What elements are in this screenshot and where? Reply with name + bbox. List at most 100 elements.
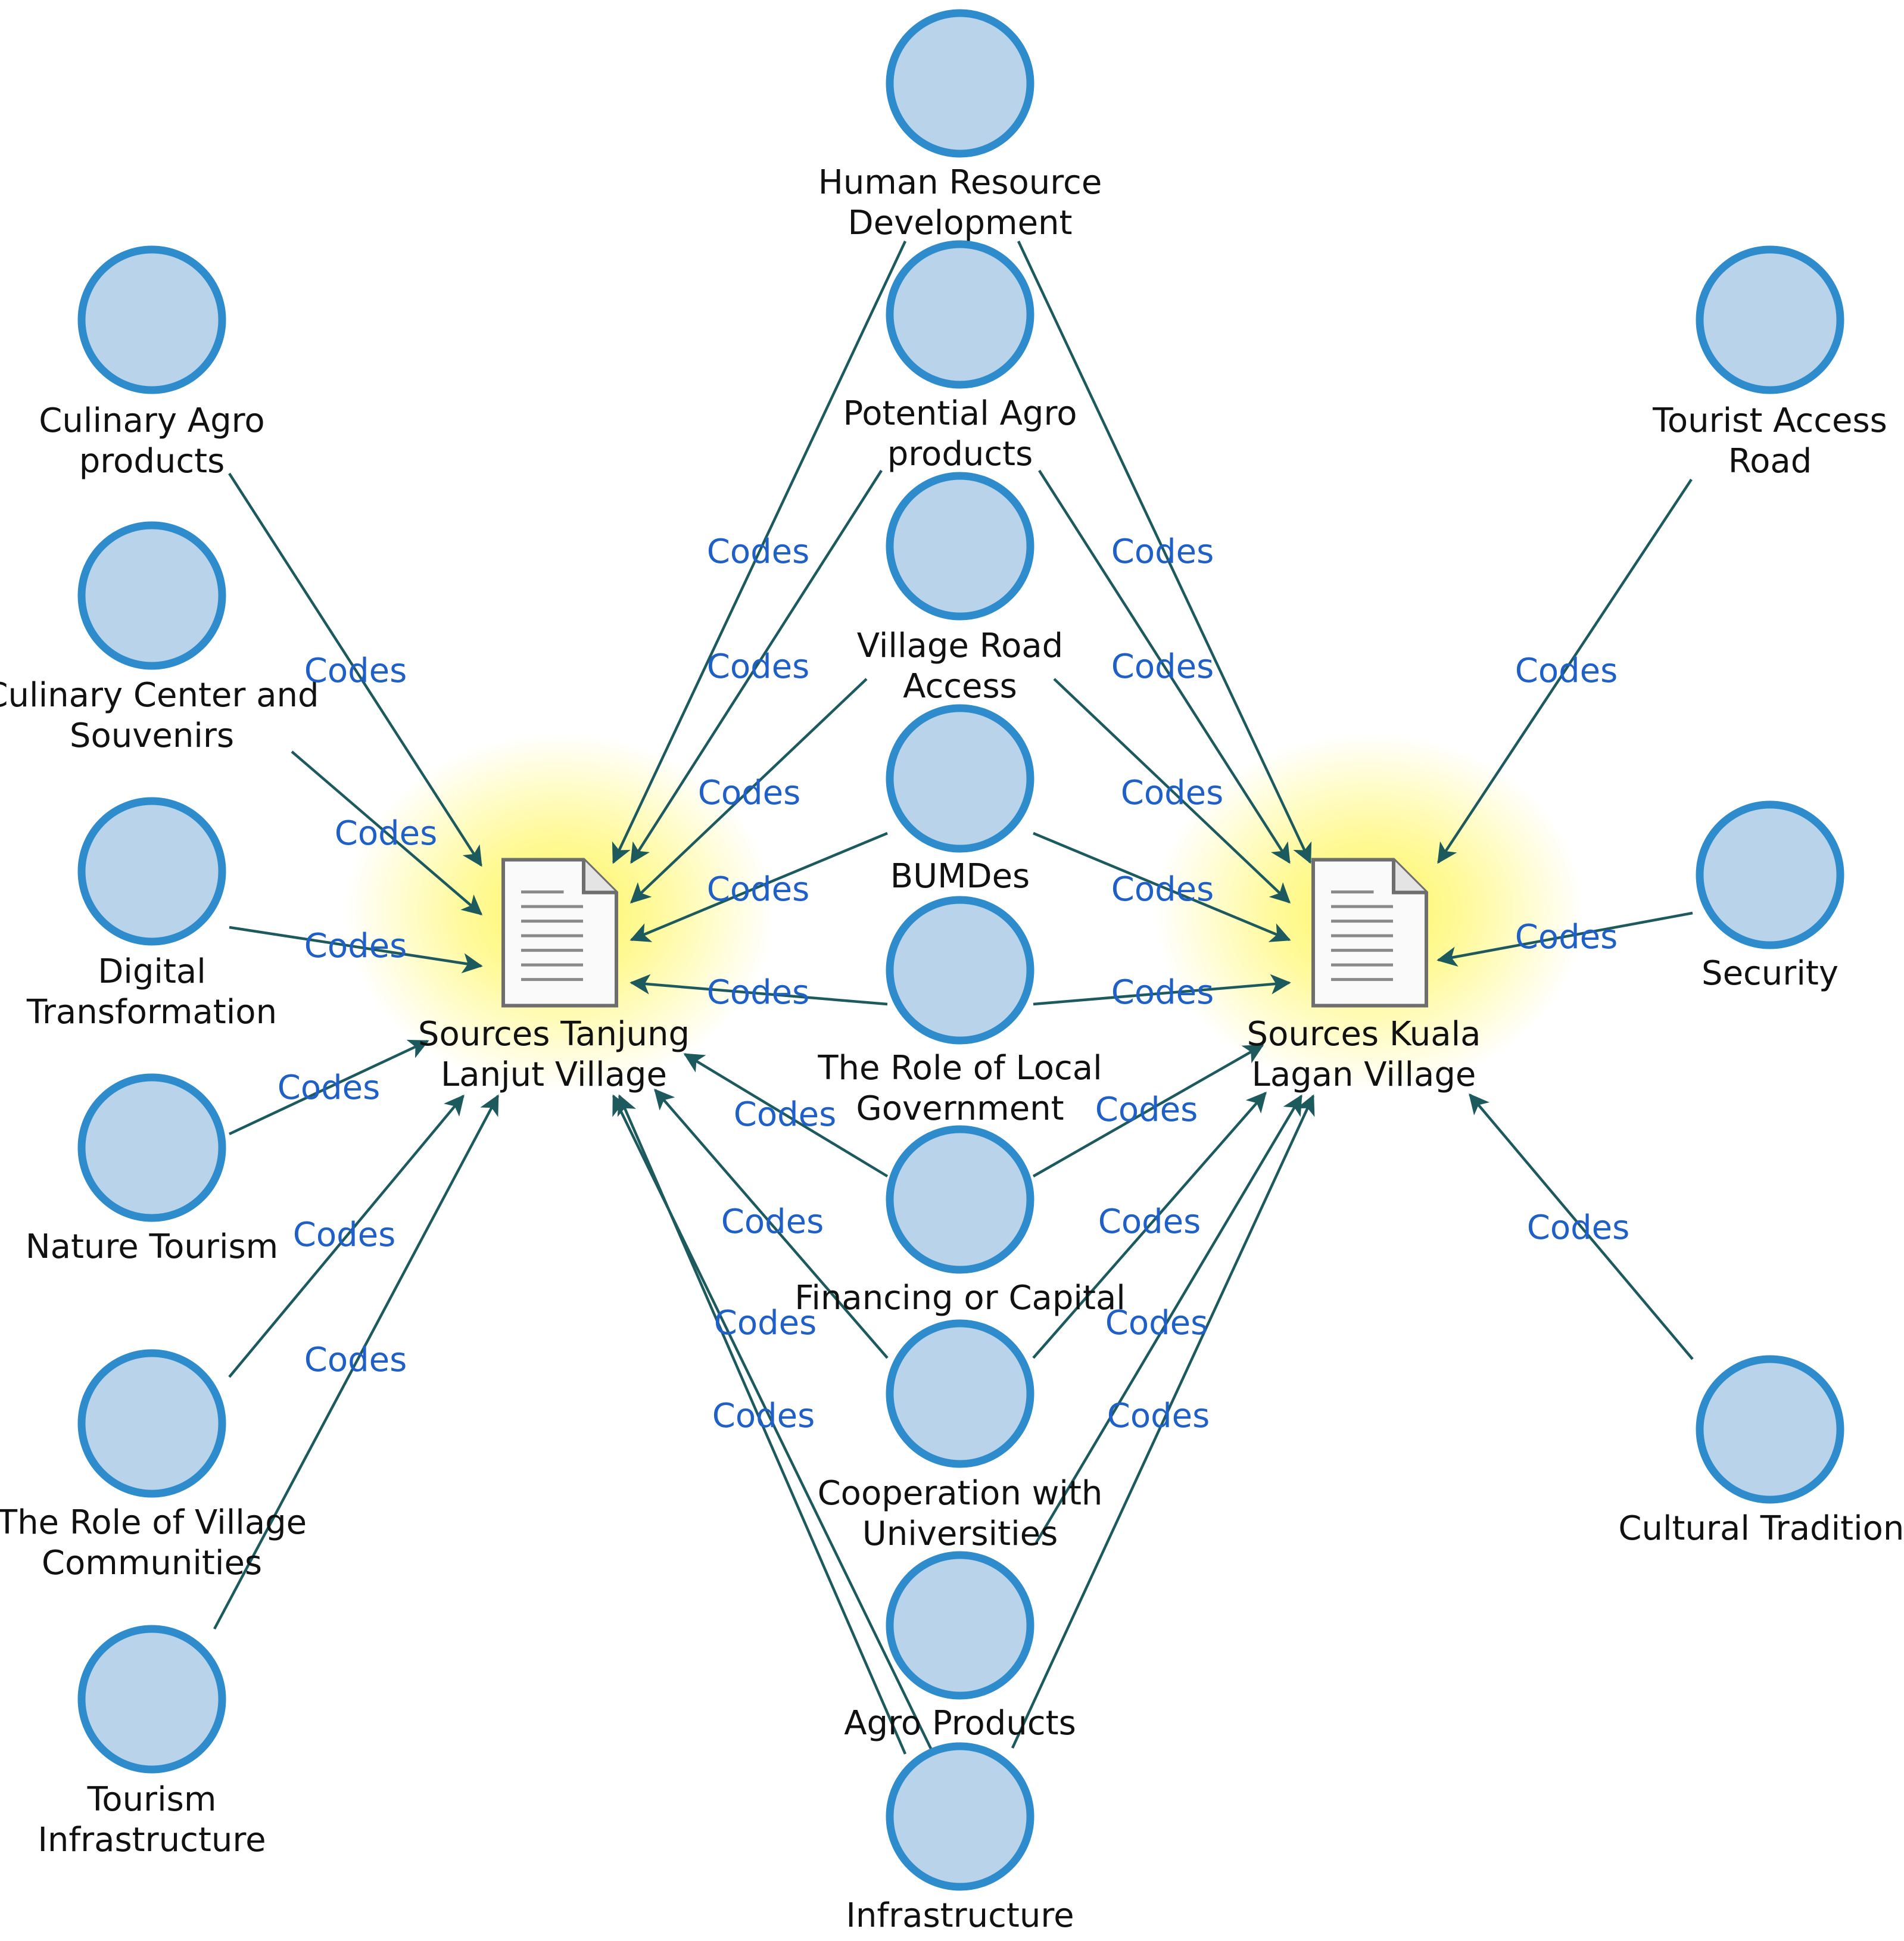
code-node-circle[interactable] xyxy=(77,521,226,670)
edge-tourism-infra-to-tanjung[interactable] xyxy=(213,1094,499,1630)
code-node-label: Tourist Access xyxy=(1652,401,1887,440)
edge-cultural-to-kuala[interactable] xyxy=(1469,1093,1694,1360)
edge-village-road-to-tanjung[interactable] xyxy=(630,678,868,903)
edge-financing-to-kuala[interactable] xyxy=(1032,1044,1264,1177)
code-node-security[interactable]: Security xyxy=(1696,800,1844,993)
code-node-label: Agro Products xyxy=(844,1704,1076,1743)
edge-tourist-road-to-kuala[interactable] xyxy=(1437,478,1693,864)
code-node-circle[interactable] xyxy=(886,1125,1034,1274)
code-node-circle[interactable] xyxy=(77,797,226,946)
document-icon[interactable] xyxy=(1311,858,1428,1008)
edge-village-communities-to-tanjung[interactable] xyxy=(228,1094,465,1378)
code-node-label: The Role of Village xyxy=(0,1503,307,1542)
edge-label-potential-agro-to-kuala: Codes xyxy=(1111,647,1214,686)
code-node-circle[interactable] xyxy=(886,9,1034,158)
edge-label-infrastructure-to-kuala: Codes xyxy=(1107,1397,1210,1435)
code-node-agro-products[interactable]: Agro Products xyxy=(844,1551,1076,1743)
edge-label-culinary-agro-to-tanjung: Codes xyxy=(304,652,407,690)
code-node-circle[interactable] xyxy=(886,1742,1034,1891)
document-page xyxy=(501,858,618,1008)
edge-local-gov-to-kuala[interactable] xyxy=(1033,974,1291,1006)
edge-security-to-kuala[interactable] xyxy=(1436,911,1693,967)
edge-universities-to-kuala[interactable] xyxy=(1032,1091,1267,1359)
code-node-label: Infrastructure xyxy=(846,1896,1074,1935)
code-node-label: Development xyxy=(848,204,1073,242)
edge-infrastructure-to-kuala[interactable] xyxy=(1011,1094,1315,1749)
code-node-circle[interactable] xyxy=(1696,800,1844,949)
edge-nature-to-tanjung[interactable] xyxy=(229,1039,429,1136)
edge-universities-to-tanjung[interactable] xyxy=(654,1088,889,1359)
code-node-bumdes[interactable]: BUMDes xyxy=(886,704,1034,896)
document-icon[interactable] xyxy=(501,858,618,1008)
code-node-label: Village Road xyxy=(857,627,1063,665)
code-node-infrastructure[interactable]: Infrastructure xyxy=(846,1742,1074,1935)
code-node-circle[interactable] xyxy=(77,1625,226,1774)
edge-bumdes-to-tanjung[interactable] xyxy=(630,831,888,942)
code-node-circle[interactable] xyxy=(886,1551,1034,1700)
source-label: Sources Tanjung xyxy=(418,1015,690,1054)
code-node-label: Nature Tourism xyxy=(26,1227,278,1266)
edge-bumdes-to-kuala[interactable] xyxy=(1033,831,1291,942)
code-node-circle[interactable] xyxy=(1696,1355,1844,1504)
code-node-circle[interactable] xyxy=(886,896,1034,1045)
code-node-circle[interactable] xyxy=(886,704,1034,853)
code-node-circle[interactable] xyxy=(886,1319,1034,1468)
code-node-label: Government xyxy=(856,1089,1064,1128)
edge-financing-to-tanjung[interactable] xyxy=(683,1053,889,1177)
code-node-circle[interactable] xyxy=(886,472,1034,621)
code-node-financing[interactable]: Financing or Capital xyxy=(794,1125,1126,1317)
code-node-cultural[interactable]: Cultural Traditions xyxy=(1618,1355,1904,1548)
edge-agro-products-to-kuala[interactable] xyxy=(1035,1094,1302,1544)
code-node-label: Tourism xyxy=(87,1780,217,1819)
code-node-label: Digital xyxy=(98,952,206,991)
edge-label-hrd-to-kuala: Codes xyxy=(1111,532,1214,571)
edge-hrd-to-kuala[interactable] xyxy=(1017,241,1312,864)
edge-digital-to-tanjung[interactable] xyxy=(229,926,483,974)
code-node-circle[interactable] xyxy=(77,245,226,394)
code-node-label: Infrastructure xyxy=(38,1821,266,1859)
edge-label-potential-agro-to-tanjung: Codes xyxy=(707,647,810,686)
edge-local-gov-to-tanjung[interactable] xyxy=(630,974,888,1006)
edge-hrd-to-tanjung[interactable] xyxy=(612,241,907,864)
edge-label-local-gov-to-kuala: Codes xyxy=(1111,973,1214,1012)
edge-label-nature-to-tanjung: Codes xyxy=(278,1068,381,1107)
edge-culinary-agro-to-tanjung[interactable] xyxy=(228,472,482,867)
edge-village-road-to-kuala[interactable] xyxy=(1053,678,1291,903)
edge-label-tourism-infra-to-tanjung: Codes xyxy=(304,1341,407,1379)
code-node-circle[interactable] xyxy=(886,240,1034,389)
code-node-circle[interactable] xyxy=(1696,245,1844,394)
edge-label-bumdes-to-kuala: Codes xyxy=(1111,870,1214,909)
edge-potential-agro-to-kuala[interactable] xyxy=(1038,469,1291,864)
code-node-circle[interactable] xyxy=(77,1349,226,1498)
code-node-label: Cooperation with xyxy=(818,1474,1103,1513)
edge-label-digital-to-tanjung: Codes xyxy=(304,927,407,965)
code-node-nature[interactable]: Nature Tourism xyxy=(26,1073,278,1266)
edge-label-financing-to-tanjung: Codes xyxy=(734,1095,837,1134)
code-node-label: products xyxy=(887,435,1033,473)
edge-label-village-road-to-tanjung: Codes xyxy=(698,774,801,812)
edge-label-infrastructure-to-tanjung: Codes xyxy=(712,1397,815,1435)
code-node-circle[interactable] xyxy=(77,1073,226,1222)
edge-culinary-center-to-tanjung[interactable] xyxy=(291,750,483,915)
edge-infrastructure-to-tanjung[interactable] xyxy=(617,1094,907,1755)
code-node-label: Souvenirs xyxy=(70,716,234,755)
code-node-label: products xyxy=(79,442,225,481)
edge-potential-agro-to-tanjung[interactable] xyxy=(630,469,883,864)
code-node-label: Culinary Agro xyxy=(39,401,264,440)
code-node-label: Potential Agro xyxy=(843,394,1077,433)
